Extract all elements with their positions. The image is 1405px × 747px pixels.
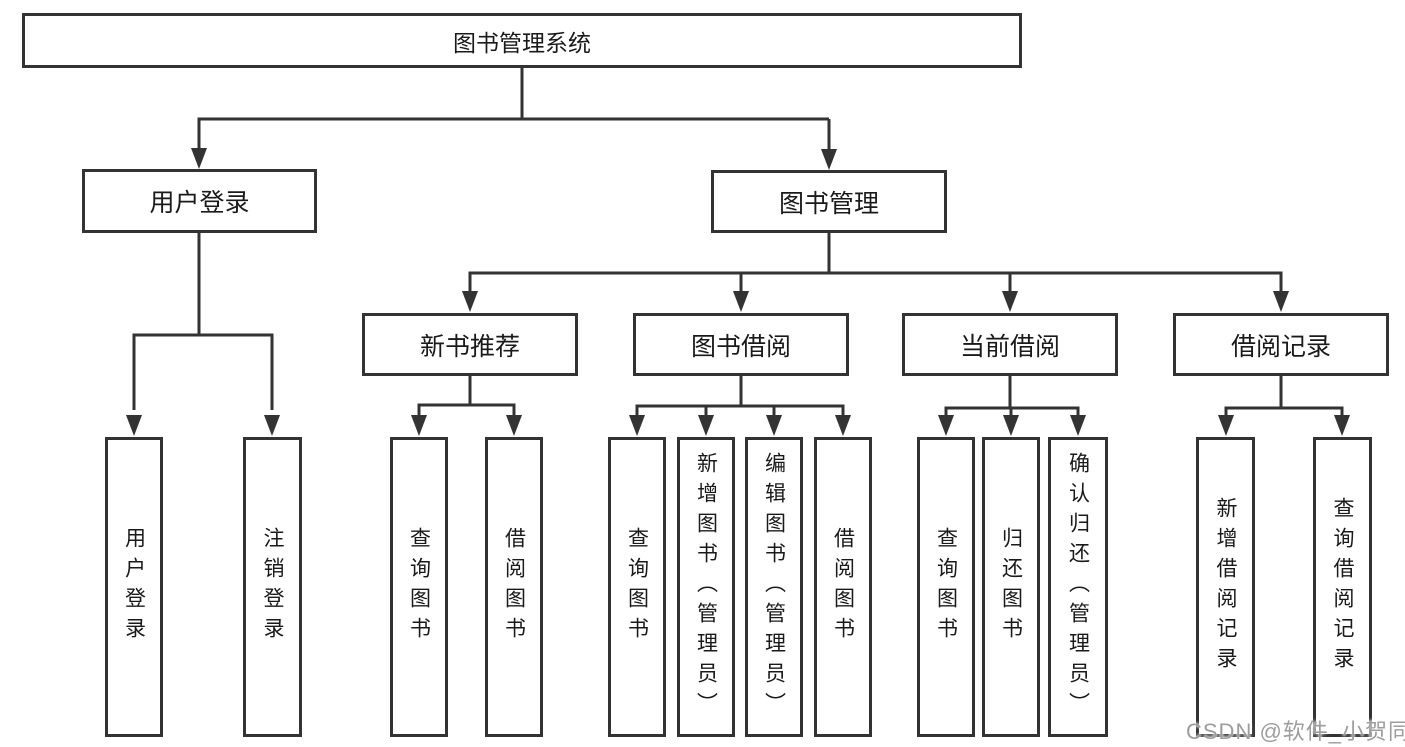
arrowhead-icon bbox=[126, 415, 142, 436]
leaf-borrow-books-recommend: 借阅图书 bbox=[485, 437, 543, 737]
arrowhead-icon bbox=[1002, 291, 1018, 312]
connector-root-to-branches bbox=[197, 68, 831, 151]
arrowhead-icon bbox=[1218, 415, 1234, 436]
leaf-return-books: 归还图书 bbox=[982, 437, 1040, 737]
node-new-book-recommend: 新书推荐 bbox=[362, 313, 578, 376]
leaf-logout: 注销登录 bbox=[243, 437, 302, 737]
leaf-query-books-recommend: 查询图书 bbox=[390, 437, 448, 737]
leaf-label: 查询图书 bbox=[625, 527, 649, 647]
arrowhead-icon bbox=[411, 415, 427, 436]
leaf-query-books-borrow: 查询图书 bbox=[608, 437, 666, 737]
arrowhead-icon bbox=[629, 415, 645, 436]
leaf-user-login: 用户登录 bbox=[105, 437, 163, 737]
connector-borrow-records-to-leaves bbox=[1224, 376, 1344, 416]
leaf-label: 查询借阅记录 bbox=[1331, 497, 1354, 677]
node-book-borrow: 图书借阅 bbox=[633, 313, 849, 376]
leaf-edit-books-admin: 编辑图书（管理员） bbox=[745, 437, 803, 737]
leaf-label: 编辑图书（管理员） bbox=[762, 452, 786, 722]
leaf-label: 查询图书 bbox=[934, 527, 958, 647]
leaf-label: 借阅图书 bbox=[831, 527, 855, 647]
connector-new-book-to-leaves bbox=[417, 376, 516, 416]
arrowhead-icon bbox=[264, 415, 280, 436]
leaf-label: 新增图书（管理员） bbox=[694, 452, 718, 722]
node-current-borrow-label: 当前借阅 bbox=[959, 332, 1060, 361]
leaf-add-borrow-record: 新增借阅记录 bbox=[1196, 437, 1255, 737]
node-root: 图书管理系统 bbox=[22, 13, 1022, 68]
arrowhead-icon bbox=[191, 148, 207, 169]
leaf-add-books-admin: 新增图书（管理员） bbox=[677, 437, 735, 737]
node-book-borrow-label: 图书借阅 bbox=[690, 332, 791, 361]
connector-current-borrow-to-leaves bbox=[944, 376, 1080, 416]
node-borrow-records: 借阅记录 bbox=[1173, 313, 1389, 376]
connector-book-management-to-groups bbox=[468, 233, 1283, 293]
arrowhead-icon bbox=[766, 415, 782, 436]
arrowhead-icon bbox=[1334, 415, 1350, 436]
node-book-management: 图书管理 bbox=[711, 170, 947, 233]
leaf-query-books-current: 查询图书 bbox=[917, 437, 975, 737]
node-new-book-recommend-label: 新书推荐 bbox=[419, 332, 520, 361]
leaf-label: 新增借阅记录 bbox=[1214, 497, 1237, 677]
leaf-label: 用户登录 bbox=[122, 527, 146, 647]
node-root-label: 图书管理系统 bbox=[453, 29, 591, 56]
leaf-confirm-return-admin: 确认归还（管理员） bbox=[1048, 437, 1108, 737]
arrowhead-icon bbox=[462, 291, 478, 312]
arrowhead-icon bbox=[938, 415, 954, 436]
leaf-label: 归还图书 bbox=[999, 527, 1023, 647]
leaf-label: 借阅图书 bbox=[502, 527, 526, 647]
arrowhead-icon bbox=[835, 415, 851, 436]
connector-user-login-to-leaves bbox=[132, 233, 274, 410]
node-borrow-records-label: 借阅记录 bbox=[1230, 332, 1331, 361]
arrowhead-icon bbox=[1070, 415, 1086, 436]
arrowhead-icon bbox=[733, 291, 749, 312]
node-user-login-label: 用户登录 bbox=[149, 189, 250, 217]
leaf-label: 查询图书 bbox=[407, 527, 431, 647]
leaf-borrow-books: 借阅图书 bbox=[814, 437, 872, 737]
node-user-login: 用户登录 bbox=[82, 169, 317, 233]
arrowhead-icon bbox=[1003, 415, 1019, 436]
arrowhead-icon bbox=[1273, 291, 1289, 312]
node-current-borrow: 当前借阅 bbox=[902, 313, 1118, 376]
arrowhead-icon bbox=[506, 415, 522, 436]
watermark-text: CSDN @软件_小贺同学 bbox=[1186, 719, 1405, 744]
connector-book-borrow-to-leaves bbox=[635, 376, 845, 416]
leaf-label: 注销登录 bbox=[261, 527, 284, 647]
arrowhead-icon bbox=[698, 415, 714, 436]
arrowhead-icon bbox=[821, 149, 837, 170]
node-book-management-label: 图书管理 bbox=[778, 189, 879, 218]
leaf-label: 确认归还（管理员） bbox=[1066, 452, 1090, 722]
leaf-query-borrow-record: 查询借阅记录 bbox=[1313, 437, 1372, 737]
